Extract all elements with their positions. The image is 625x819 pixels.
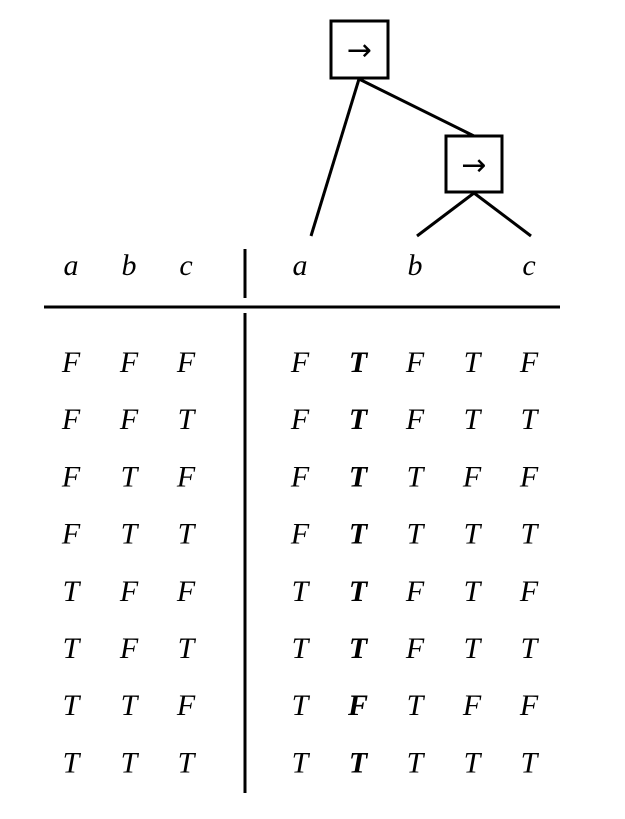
value-cell: T [407,518,426,551]
value-cell: T [407,460,426,493]
input-cell: F [176,689,196,722]
value-cell: T [521,403,540,436]
input-cell: F [119,346,139,379]
value-cell: F [290,460,310,493]
main-connective-value-cell: T [349,518,369,551]
input-cell: T [63,575,82,608]
input-cell: T [63,746,82,779]
value-cell: T [292,632,311,665]
value-cell: T [407,746,426,779]
value-cell: T [407,689,426,722]
value-cell: F [290,346,310,379]
value-cell: T [464,346,483,379]
value-cell: T [292,689,311,722]
value-cell: F [462,460,482,493]
input-cell: T [63,689,82,722]
tree-edge-child-to-b [416,191,475,238]
syntax-tree [309,19,532,238]
value-cell: F [462,689,482,722]
value-cell: F [290,518,310,551]
value-cell: T [521,632,540,665]
value-cell: T [464,575,483,608]
input-cell: T [121,746,140,779]
value-cell: F [519,346,539,379]
value-cell: T [521,518,540,551]
input-cell: T [178,632,197,665]
header-right: a b c [293,249,536,282]
main-connective-value-cell: T [349,403,369,436]
input-cell: F [176,346,196,379]
value-cell: F [290,403,310,436]
root-operator-box [329,19,390,80]
header-right-b: b [408,249,423,282]
input-cell: F [61,518,81,551]
value-cell: F [519,460,539,493]
value-cell: T [464,403,483,436]
input-cell: T [121,460,140,493]
value-cell: T [464,518,483,551]
input-cell: T [178,746,197,779]
tree-edge-child-to-c [473,191,532,238]
tree-edge-root-to-a [309,78,361,237]
input-cell: F [119,632,139,665]
value-cell: F [405,346,425,379]
input-cell: T [178,518,197,551]
input-cell: T [121,518,140,551]
header-right-c: c [522,249,535,282]
value-cell: F [519,575,539,608]
header-left-a: a [64,249,79,282]
value-cell: T [292,746,311,779]
value-cell: F [519,689,539,722]
input-cell: F [119,403,139,436]
value-cell: T [292,575,311,608]
header-right-a: a [293,249,308,282]
input-cell: F [61,346,81,379]
input-cell: T [121,689,140,722]
input-cell: F [61,460,81,493]
value-cell: F [405,632,425,665]
input-cell: F [176,460,196,493]
header-left-b: b [122,249,137,282]
input-cell: T [178,403,197,436]
input-cell: F [176,575,196,608]
input-cell: F [119,575,139,608]
input-cell: T [63,632,82,665]
value-cell: F [405,575,425,608]
main-connective-value-cell: T [349,746,369,779]
value-cell: T [464,746,483,779]
value-cell: T [521,746,540,779]
header-left-c: c [179,249,192,282]
value-cell: T [464,632,483,665]
root-operator-symbol: → [347,33,372,68]
value-cell: F [405,403,425,436]
main-connective-value-cell: T [349,632,369,665]
child-operator-symbol: → [461,148,486,183]
main-connective-value-cell: T [349,575,369,608]
main-connective-value-cell: T [349,460,369,493]
main-connective-value-cell: F [347,689,368,722]
header-left: a b c [64,249,193,282]
input-cell: F [61,403,81,436]
tree-edge-root-to-child [358,77,475,138]
child-operator-box [444,134,504,194]
main-connective-value-cell: T [349,346,369,379]
